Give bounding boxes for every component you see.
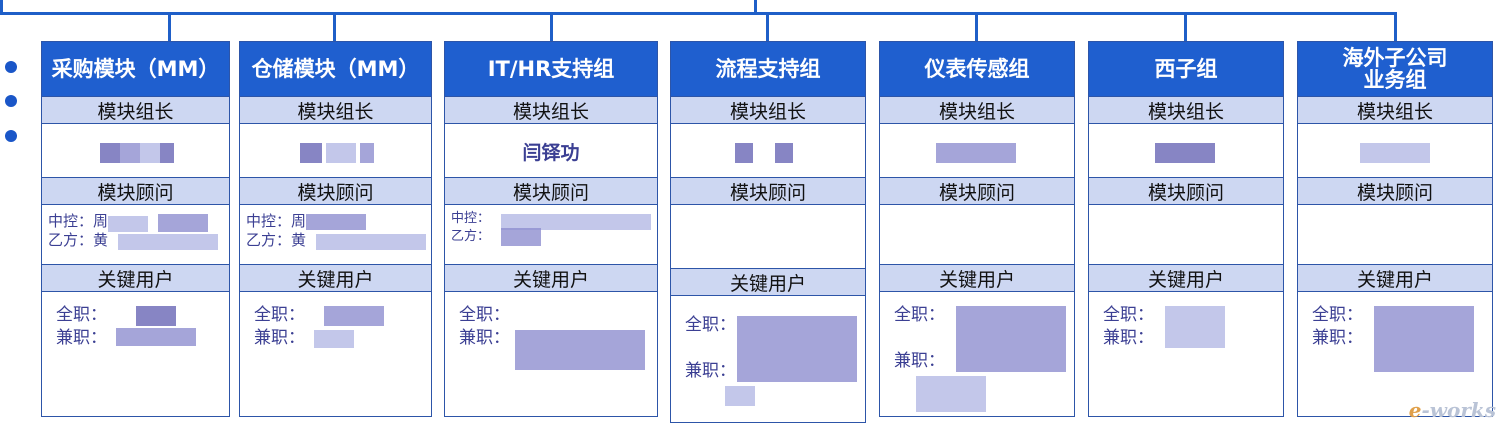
key-user-line: 兼职： (894, 351, 945, 371)
key-users-list: 全职： 兼职： (56, 304, 223, 350)
key-users-label: 关键用户 (880, 264, 1074, 292)
leader-name (1298, 126, 1492, 176)
key-user-line: 兼职： (56, 328, 107, 348)
leader-name: 闫铎功 (522, 141, 580, 164)
group-card-warehouse: 仓储模块（MM） 模块组长 模块顾问 中控：周 乙方：黄 关键用户 全职： 兼职… (239, 41, 432, 417)
group-title: IT/HR支持组 (445, 42, 657, 96)
connector-drop-7 (1394, 12, 1397, 42)
key-user-line: 兼职： (685, 361, 736, 381)
consultant-label: 模块顾问 (880, 177, 1074, 205)
connector-left (0, 0, 3, 14)
leader-name (671, 126, 865, 176)
consultant-list: 中控：周 乙方：黄 (48, 212, 225, 250)
bullet-dot (5, 130, 17, 142)
leader-label: 模块组长 (1298, 96, 1492, 124)
consultant-label: 模块顾问 (671, 177, 865, 205)
consultant-label: 模块顾问 (1298, 177, 1492, 205)
group-title: 采购模块（MM） (42, 42, 229, 96)
connector-drop-2 (333, 12, 336, 42)
group-card-overseas: 海外子公司 业务组 模块组长 模块顾问 关键用户 全职： 兼职： (1297, 41, 1493, 417)
key-user-line: 全职： (894, 305, 945, 325)
consultant-line: 乙方：黄 (246, 231, 307, 249)
consultant-line: 中控：周 (246, 212, 307, 230)
connector-drop-4 (766, 12, 769, 42)
group-title: 仪表传感组 (880, 42, 1074, 96)
group-title: 西子组 (1089, 42, 1283, 96)
key-user-line: 兼职： (1103, 328, 1154, 348)
key-users-list: 全职： 兼职： (1312, 304, 1486, 372)
bullet-dot (5, 95, 17, 107)
group-card-purchasing: 采购模块（MM） 模块组长 模块顾问 中控：周 乙方：黄 关键用户 全职： 兼职… (41, 41, 230, 417)
leader-label: 模块组长 (42, 96, 229, 124)
group-card-it-hr: IT/HR支持组 模块组长 闫铎功 模块顾问 中控： 乙方： 关键用户 全职： … (444, 41, 658, 417)
leader-label: 模块组长 (671, 96, 865, 124)
key-users-list: 全职： 兼职： (894, 304, 1068, 412)
key-users-list: 全职： 兼职： (459, 304, 651, 370)
key-users-list: 全职： 兼职： (254, 304, 425, 350)
group-card-instrument-sensor: 仪表传感组 模块组长 模块顾问 关键用户 全职： 兼职： (879, 41, 1075, 417)
key-users-label: 关键用户 (1298, 264, 1492, 292)
key-users-label: 关键用户 (240, 264, 431, 292)
connector-bar (0, 12, 1397, 15)
connector-drop-5 (975, 12, 978, 42)
key-user-line: 兼职： (254, 328, 305, 348)
group-title: 仓储模块（MM） (240, 42, 431, 96)
e-works-logo: e-works (1408, 398, 1496, 422)
bullet-dot (5, 61, 17, 73)
key-users-list: 全职： 兼职： (1103, 304, 1277, 350)
connector-stem (754, 0, 757, 14)
leader-name (880, 126, 1074, 176)
key-users-label: 关键用户 (445, 264, 657, 292)
consultant-list: 中控： 乙方： (451, 210, 653, 246)
key-user-line: 兼职： (459, 328, 510, 348)
consultant-line: 中控：周 (48, 212, 109, 230)
consultant-label: 模块顾问 (240, 177, 431, 205)
leader-label: 模块组长 (240, 96, 431, 124)
leader-name (1089, 126, 1283, 176)
key-users-label: 关键用户 (671, 268, 865, 296)
key-user-line: 全职： (1312, 305, 1363, 325)
consultant-line: 乙方：黄 (48, 231, 109, 249)
group-title: 流程支持组 (671, 42, 865, 96)
leader-label: 模块组长 (880, 96, 1074, 124)
connector-drop-6 (1184, 12, 1187, 42)
key-user-line: 全职： (459, 305, 510, 325)
key-user-line: 全职： (1103, 305, 1154, 325)
key-users-list: 全职： 兼职： (685, 314, 859, 406)
group-card-process: 流程支持组 模块组长 模块顾问 关键用户 全职： 兼职： (670, 41, 866, 423)
group-card-xizi: 西子组 模块组长 模块顾问 关键用户 全职： 兼职： (1088, 41, 1284, 417)
leader-label: 模块组长 (1089, 96, 1283, 124)
leader-label: 模块组长 (445, 96, 657, 124)
key-users-label: 关键用户 (42, 264, 229, 292)
key-user-line: 全职： (685, 315, 736, 335)
key-user-line: 兼职： (1312, 328, 1363, 348)
consultant-list: 中控：周 乙方：黄 (246, 212, 427, 250)
consultant-label: 模块顾问 (1089, 177, 1283, 205)
consultant-line: 中控： (451, 211, 491, 226)
connector-drop-1 (168, 12, 171, 42)
consultant-line: 乙方： (451, 229, 491, 244)
leader-name (42, 126, 229, 176)
key-user-line: 全职： (56, 305, 107, 325)
consultant-label: 模块顾问 (445, 177, 657, 205)
connector-drop-3 (550, 12, 553, 42)
key-user-line: 全职： (254, 305, 305, 325)
key-users-label: 关键用户 (1089, 264, 1283, 292)
consultant-label: 模块顾问 (42, 177, 229, 205)
leader-name (240, 126, 431, 176)
group-title: 海外子公司 业务组 (1298, 42, 1492, 96)
